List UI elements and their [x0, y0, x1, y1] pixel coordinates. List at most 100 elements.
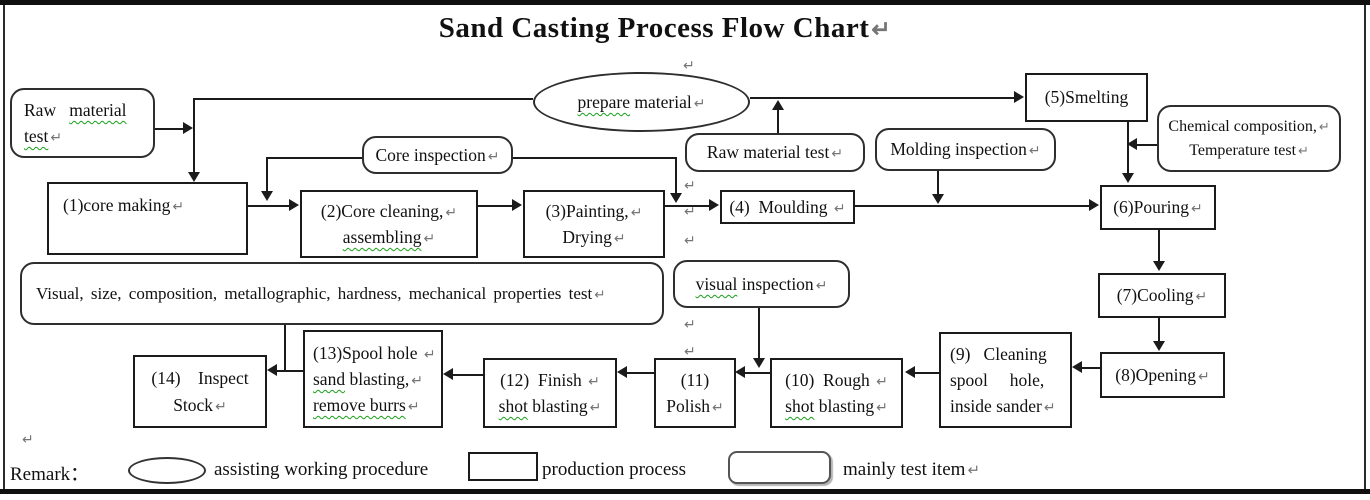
node-label-line: (8)Opening↵: [1115, 362, 1209, 388]
label-text: (12) Finish: [500, 369, 587, 390]
label-text: (3)Painting,: [545, 200, 629, 221]
label-text: test: [24, 126, 49, 146]
node-inspect-stock: (14) Inspect Stock↵: [133, 355, 267, 428]
paragraph-mark: ↵: [1298, 143, 1309, 158]
legend-remark-label: Remark：: [10, 464, 90, 485]
label-text: (11): [680, 369, 710, 390]
label-text: spool hole,: [950, 369, 1045, 390]
node-opening: (8)Opening↵: [1100, 352, 1225, 398]
page-title: Sand Casting Process Flow Chart↵: [0, 12, 1330, 45]
frame-left-border: [3, 5, 5, 489]
node-label-line: test↵: [24, 123, 62, 149]
node-label-line: prepare material↵: [578, 89, 706, 115]
label-text: (9) Cleaning: [950, 343, 1047, 364]
legend-ellipse-swatch: [128, 457, 206, 484]
paragraph-mark: ↵: [815, 278, 828, 294]
connector-rawtest-left: [155, 128, 185, 130]
label-text: (1)core making: [63, 195, 171, 215]
node-label-line: spool hole,: [950, 367, 1044, 393]
node-core-cleaning-assembling: (2)Core cleaning,↵ assembling↵: [300, 190, 478, 258]
arrowhead-11-to-12: [617, 366, 627, 378]
paragraph-mark: ↵: [588, 374, 600, 390]
title-text: Sand Casting Process Flow Chart: [438, 12, 870, 44]
label-text: Core inspection: [375, 144, 486, 165]
label-text: blasting: [527, 396, 588, 416]
node-spool-hole-sand-blasting: (13)Spool hole ↵ sand blasting,↵ remove …: [303, 330, 443, 428]
label-text: remove burrs: [313, 395, 406, 416]
arrowhead-2-to-3: [512, 199, 522, 211]
node-label-line: (10) Rough ↵: [785, 367, 888, 393]
node-label-line: Molding inspection↵: [890, 136, 1040, 162]
paragraph-mark: ↵: [1197, 369, 1210, 385]
node-label-line: Raw material: [24, 97, 127, 123]
arrowhead-chem-test: [1127, 138, 1137, 150]
node-label-line: assembling↵: [343, 224, 435, 250]
arrowhead-into-core-making: [188, 172, 200, 182]
arrowhead-13-to-14: [267, 364, 277, 376]
paragraph-mark: ↵: [22, 433, 34, 448]
connector-coreinspection-right-v: [675, 157, 677, 195]
node-label-line: (3)Painting,↵: [546, 198, 643, 224]
node-smelting: (5)Smelting: [1025, 73, 1148, 122]
paragraph-mark: ↵: [589, 401, 602, 416]
node-label-line: Core inspection↵: [375, 142, 499, 168]
arrowhead-visualinspection-down: [753, 358, 765, 368]
node-chemical-composition-test: Chemical composition,↵ Temperature test↵: [1157, 105, 1341, 172]
legend-rect-swatch: [468, 452, 538, 481]
label-text: (5)Smelting: [1044, 87, 1129, 108]
paragraph-mark: ↵: [487, 149, 500, 165]
node-cleaning-spool-hole: (9) Cleaning spool hole, inside sander↵: [939, 332, 1072, 428]
paragraph-mark: ↵: [1191, 202, 1203, 218]
node-prepare-material: prepare material↵: [533, 72, 750, 132]
arrowhead-4-to-6: [1089, 199, 1099, 211]
connector-12-to-13: [453, 374, 483, 376]
connector-coreinspection-left-v: [266, 157, 268, 193]
label-text: (4) Moulding: [729, 196, 832, 217]
connector-prepare-to-smelting: [750, 97, 1015, 99]
paragraph-mark: ↵: [423, 347, 436, 363]
node-molding-inspection: Molding inspection↵: [875, 128, 1056, 171]
connector-4-to-6: [855, 205, 1091, 207]
node-label-line: Chemical composition,↵: [1168, 115, 1329, 139]
paragraph-mark: ↵: [683, 59, 695, 74]
node-label-line: (11): [681, 367, 710, 393]
connector-chem-test: [1137, 144, 1157, 146]
node-cooling: (7)Cooling↵: [1098, 273, 1226, 318]
node-raw-material-test-left: Raw material test↵: [10, 88, 155, 158]
connector-10-to-11: [745, 372, 770, 374]
legend-ellipse-label: assisting working procedure: [214, 459, 429, 480]
legend-rounded-swatch: [728, 451, 831, 484]
arrowhead-8-to-9: [1072, 361, 1082, 373]
paragraph-mark: ↵: [215, 399, 227, 415]
arrowhead-into-smelting: [1014, 91, 1024, 103]
paragraph-mark: ↵: [684, 179, 696, 194]
node-label-line: (2)Core cleaning,↵: [321, 198, 457, 224]
node-label-line: (14) Inspect: [151, 365, 248, 391]
label-text: Raw material test: [706, 142, 830, 163]
label-text: mainly test item: [843, 459, 966, 480]
label-text: sand: [313, 368, 346, 389]
legend-rounded-label: mainly test item↵: [843, 459, 980, 481]
connector-into-core-making: [193, 98, 195, 174]
node-raw-material-test-mid: Raw material test↵: [685, 133, 865, 172]
frame-bottom-bar: [0, 489, 1370, 494]
paragraph-mark: ↵: [630, 205, 643, 221]
label-text: (14) Inspect: [151, 368, 249, 389]
paragraph-mark: ↵: [876, 401, 888, 416]
node-visual-inspection: visual inspection↵: [673, 260, 850, 308]
label-text: shot: [498, 396, 528, 416]
paragraph-mark: ↵: [876, 374, 888, 390]
paragraph-mark: ↵: [684, 318, 696, 333]
paragraph-mark: ↵: [967, 462, 981, 479]
label-text: (8)Opening: [1115, 364, 1196, 385]
arrowhead-7-to-8: [1153, 341, 1165, 351]
arrowhead-rawtest-left: [183, 122, 193, 134]
paragraph-mark: ↵: [1195, 290, 1208, 306]
label-text: (6)Pouring: [1113, 197, 1190, 218]
connector-visualinspection-down: [758, 308, 760, 360]
paragraph-mark: ↵: [871, 17, 892, 43]
node-label-line: (9) Cleaning: [950, 341, 1047, 367]
connector-7-to-8: [1158, 318, 1160, 343]
label-text: Chemical composition,: [1168, 117, 1317, 135]
arrowhead-3-to-4: [709, 199, 719, 211]
